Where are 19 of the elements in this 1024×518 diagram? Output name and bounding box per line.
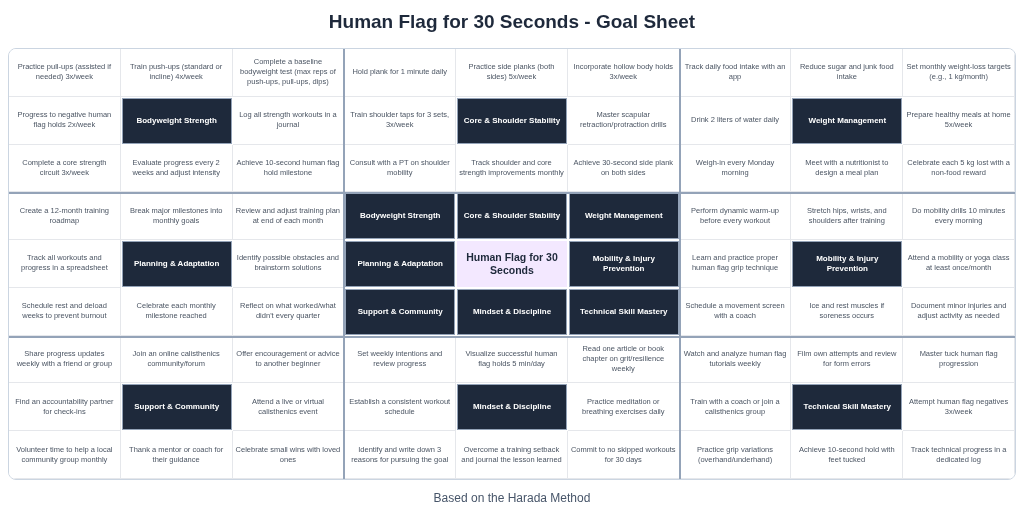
pillar-cell: Core & Shoulder Stability (457, 97, 567, 144)
pillar-cell: Technical Skill Mastery (792, 384, 903, 431)
pillar-cell: Mindset & Discipline (457, 384, 567, 431)
title: Human Flag for 30 Seconds - Goal Sheet (327, 10, 697, 34)
pillar-cell: Bodyweight Strength (121, 97, 232, 144)
pillar-cell: Core & Shoulder Stability (457, 193, 567, 240)
pillar-cell: Support & Community (345, 288, 456, 335)
pillar-cell: Planning & Adaptation (345, 241, 456, 287)
pillar-cell: Mobility & Injury Prevention (568, 241, 679, 287)
pillar-cell: Technical Skill Mastery (568, 288, 679, 335)
pillar-cell: Support & Community (121, 384, 232, 431)
pillar-cell: Weight Management (792, 97, 903, 144)
pillar-cell: Weight Management (568, 193, 679, 240)
pillar-cell: Planning & Adaptation (121, 241, 232, 287)
goal-cell: Human Flag for 30 Seconds (457, 241, 567, 287)
pillar-cell: Bodyweight Strength (345, 193, 456, 240)
caption: Based on the Harada Method (432, 490, 592, 507)
pillar-cell: Mindset & Discipline (457, 288, 567, 335)
pillar-cell: Mobility & Injury Prevention (792, 241, 903, 287)
